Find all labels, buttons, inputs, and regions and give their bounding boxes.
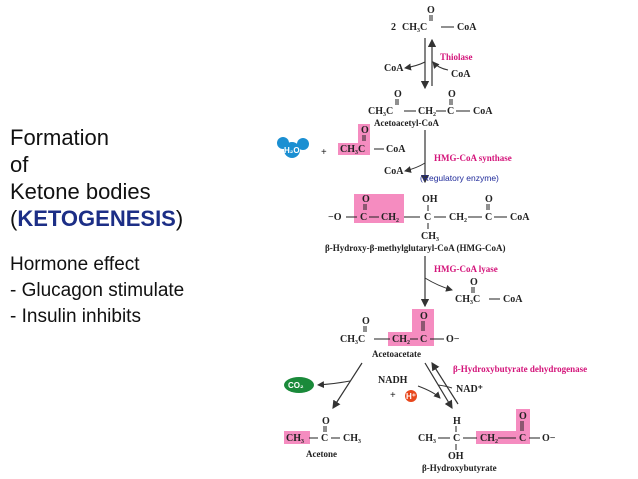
beta-hydroxybutyrate: H O CH₃ C CH₂ C O− OH β-Hydroxybutyrate [418,409,556,473]
acetoacetate-highlight [388,309,434,346]
hmg-highlight [354,194,404,223]
keyword-close: ) [175,206,184,231]
thiolase-coa-out: CoA [384,63,404,74]
acetone-name: Acetone [306,449,337,459]
hormone-block: Hormone effect - Glucagon stimulate - In… [10,252,260,330]
acetyl-highlight [338,124,370,155]
water-molecule-icon: H₂O [277,137,309,158]
title-line-1: Formation [10,125,110,150]
lyase-product-coa: CoA [503,294,523,305]
bhbdh-nad: NAD⁺ [456,384,483,395]
start-formula: CH₃C [402,22,427,33]
acac-coa-middle: CH₂ [418,106,436,117]
bhbdh-nadh: NADH [378,375,408,386]
hormone-heading: Hormone effect [10,254,140,275]
acac-coa-coa: CoA [473,106,493,117]
hmg-ch3: CH₃ [421,231,439,242]
acac-o1: O [362,316,370,327]
acetyl-coa-start: O 2 CH₃C CoA [391,5,477,33]
bhb-h: H [453,416,461,427]
title-line-3: Ketone bodies [10,179,151,204]
hmg-c3: C [485,212,492,223]
acetone-highlight [284,431,310,444]
hormone-line-glucagon: - Glucagon stimulate [10,280,185,301]
hmg-oh: OH [422,194,438,205]
bhbdh-label: β-Hydroxybutyrate dehydrogenase [453,364,587,374]
synthase-plus: + [321,147,327,158]
bhbdh-step: β-Hydroxybutyrate dehydrogenase NADH + H… [378,361,587,410]
bhb-c: C [453,433,460,444]
hmg-lyase-label: HMG-CoA lyase [434,264,498,274]
acac-middle: CH₂ [392,334,410,345]
acac-coa-o2: O [448,89,456,100]
hmg-o-right: O [485,194,493,205]
lyase-product: CH₃C [455,294,480,305]
bhb-oh: OH [448,451,464,462]
start-carbonyl-o: O [427,5,435,16]
acac-left: CH₃C [340,334,365,345]
acac-o-minus: O− [446,334,460,345]
acac-coa-right: C [447,106,454,117]
hmg-coa-group: CoA [510,212,530,223]
lyase-product-o: O [470,277,478,288]
bhb-c2: C [519,433,526,444]
keyword-open: ( [10,206,18,231]
keyword-line: (KETOGENESIS) [10,205,260,232]
acac-right: C [420,334,427,345]
start-coef: 2 [391,22,396,33]
start-coa: CoA [457,22,477,33]
bhb-o-minus: O− [542,433,556,444]
acetone-ch3a: CH₃ [286,433,304,444]
acac-coa-o1: O [394,89,402,100]
synthase-acetyl: CH₃C [340,144,365,155]
bhbdh-plus: + [390,390,396,401]
water-label: H₂O [284,146,300,155]
acetone-c: C [321,433,328,444]
regulatory-enzyme-note: (Regulatory enzyme) [420,173,499,183]
keyword: KETOGENESIS [17,206,176,231]
co2-molecule-icon: CO₂ [284,377,314,393]
acac-coa-left: CH₃C [368,106,393,117]
synthase-acetyl-o: O [361,125,369,136]
hmg-ch2a: CH₂ [381,212,399,223]
hmg-lyase-step: HMG-CoA lyase O CH₃C CoA [420,256,523,308]
hmg-c1: C [360,212,367,223]
hmg-ch2b: CH₂ [449,212,467,223]
bhb-o: O [519,411,527,422]
hmg-c-center: C [424,212,431,223]
hmg-synthase-step: H₂O + O CH₃C CoA CoA HMG-CoA synthase (R… [277,124,512,184]
synthase-acetyl-coa: CoA [386,144,406,155]
hmg-o-minus: −O [328,212,342,223]
acac-o2: O [420,311,428,322]
hmg-coa: O OH O −O C CH₂ C CH₂ C CoA CH₃ β-Hydrox… [325,194,530,253]
acetoacetate: O O CH₃C CH₂ C O− Acetoacetate [340,309,460,359]
proton-label: H⁺ [406,392,416,401]
co2-label: CO₂ [288,381,304,390]
acetone: O CH₃ C CH₃ Acetone [284,416,361,459]
proton-icon: H⁺ [405,390,417,402]
bhb-name: β-Hydroxybutyrate [422,463,497,473]
title-line-2: of [10,152,29,177]
synthase-coa-out: CoA [384,166,404,177]
thiolase-label: Thiolase [440,52,473,62]
hmg-synthase-label: HMG-CoA synthase [434,153,512,163]
acetone-ch3b: CH₃ [343,433,361,444]
bhb-ch2: CH₂ [480,433,498,444]
thiolase-step: Thiolase CoA CoA [384,38,473,90]
slide-text: Formation of Ketone bodies (KETOGENESIS)… [10,124,260,330]
hmg-coa-name: β-Hydroxy-β-methylglutaryl-CoA (HMG-CoA) [325,243,506,253]
thiolase-coa-in: CoA [451,69,471,80]
bhb-ch3: CH₃ [418,433,436,444]
bhb-highlight [476,409,530,444]
acetone-o: O [322,416,330,427]
acetoacetyl-coa-name: Acetoacetyl-CoA [374,118,439,128]
acetoacetyl-coa: O O CH₃C CH₂ C CoA Acetoacetyl-CoA [368,89,493,128]
hmg-o-left: O [362,194,370,205]
hormone-line-insulin: - Insulin inhibits [10,306,141,327]
decarboxylation-step: CO₂ [284,362,363,410]
acetoacetate-name: Acetoacetate [372,349,421,359]
